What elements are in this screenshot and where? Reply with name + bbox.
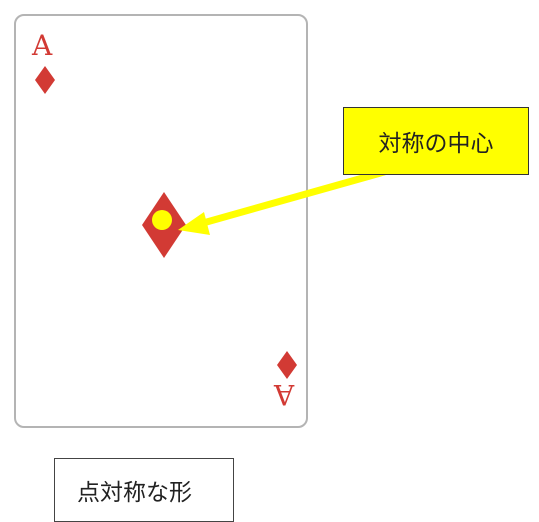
- center-of-symmetry-callout: 対称の中心: [343, 107, 529, 175]
- diamond-icon: [277, 351, 297, 379]
- diamond-icon: [142, 192, 186, 258]
- playing-card: A A: [14, 14, 308, 428]
- caption-box: 点対称な形: [54, 458, 234, 522]
- diamond-icon: [35, 66, 55, 94]
- card-rank-bottom: A: [274, 378, 295, 411]
- callout-label: 対称の中心: [378, 131, 494, 157]
- card-rank-top: A: [32, 29, 53, 62]
- caption-label: 点対称な形: [77, 480, 192, 506]
